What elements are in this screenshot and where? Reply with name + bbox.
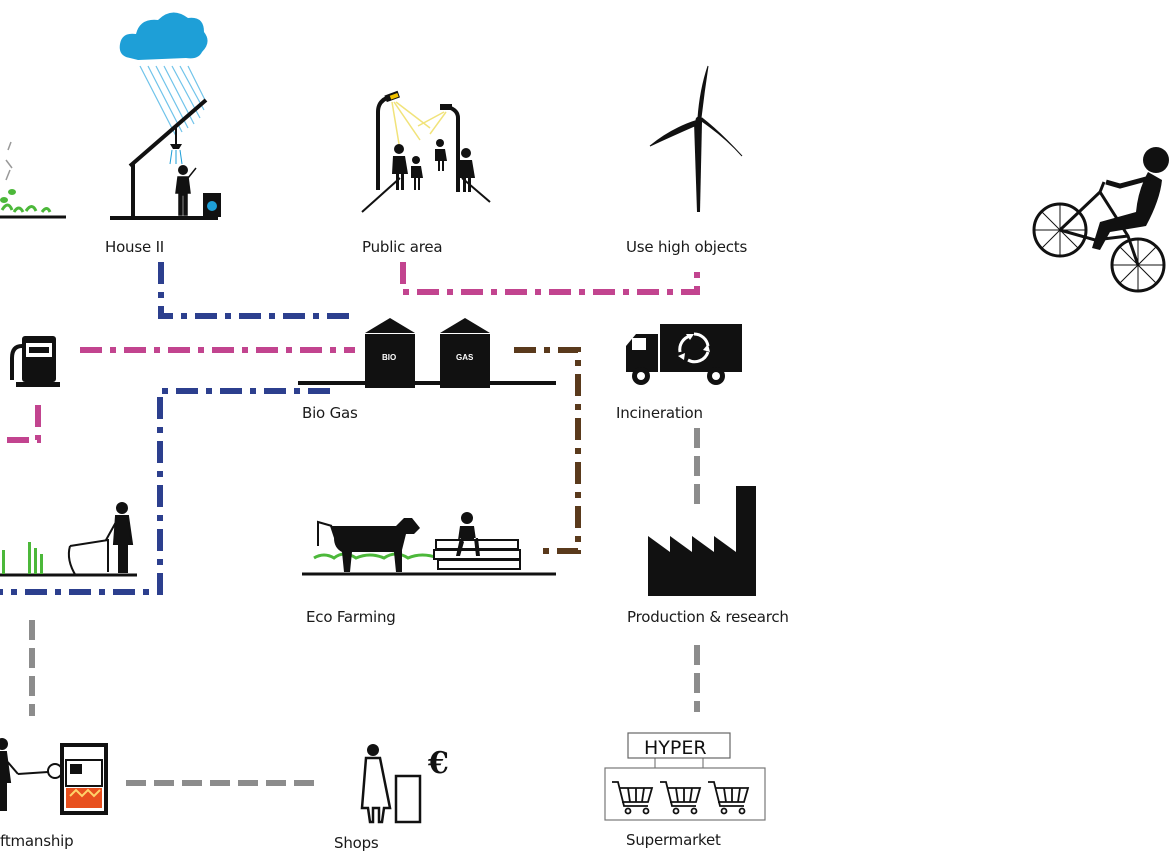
label-house-ii: House II bbox=[105, 238, 165, 256]
label-incineration: Incineration bbox=[616, 404, 703, 422]
shopping-cart-icon bbox=[708, 781, 750, 815]
shop-vendor-icon: € bbox=[360, 744, 449, 824]
public-area-icon bbox=[361, 90, 491, 213]
plants-icon bbox=[0, 141, 66, 219]
cyclist-icon bbox=[1032, 147, 1169, 293]
connector-house-to-biogas bbox=[158, 262, 355, 319]
connector-lines bbox=[0, 262, 700, 786]
label-craftsmanship: ftmanship bbox=[0, 832, 74, 850]
shopping-cart-icon bbox=[660, 781, 702, 815]
house-rainwater-icon bbox=[110, 12, 221, 220]
connector-biogas-to-farm bbox=[0, 388, 330, 595]
label-public-area: Public area bbox=[362, 238, 443, 256]
label-production-research: Production & research bbox=[627, 608, 789, 626]
bio-tank-label: BIO bbox=[382, 353, 396, 362]
connector-biogas-to-ecofarming bbox=[514, 347, 581, 554]
label-supermarket: Supermarket bbox=[626, 831, 721, 849]
label-bio-gas: Bio Gas bbox=[302, 404, 358, 422]
farm-work-icon bbox=[0, 502, 137, 577]
connector-public-area-to-high-objects bbox=[400, 262, 700, 295]
hyper-sign-text: HYPER bbox=[644, 737, 707, 759]
recycling-truck-icon bbox=[626, 324, 742, 385]
fuel-pump-icon bbox=[10, 336, 60, 387]
shopping-cart-icon bbox=[612, 781, 654, 815]
wind-turbine-icon bbox=[649, 65, 743, 212]
label-shops: Shops bbox=[334, 834, 379, 852]
label-use-high-objects: Use high objects bbox=[626, 238, 748, 256]
eco-farming-icon bbox=[302, 512, 556, 576]
rain-cloud-icon bbox=[119, 12, 208, 60]
biogas-tanks-icon: BIO GAS bbox=[298, 318, 556, 388]
factory-icon bbox=[648, 486, 756, 596]
craftsmanship-icon bbox=[0, 738, 108, 815]
connector-fuel-down bbox=[0, 405, 41, 443]
supermarket-icon: HYPER bbox=[604, 732, 766, 821]
gas-tank-label: GAS bbox=[456, 353, 474, 362]
currency-symbol: € bbox=[427, 746, 449, 781]
label-eco-farming: Eco Farming bbox=[306, 608, 396, 626]
